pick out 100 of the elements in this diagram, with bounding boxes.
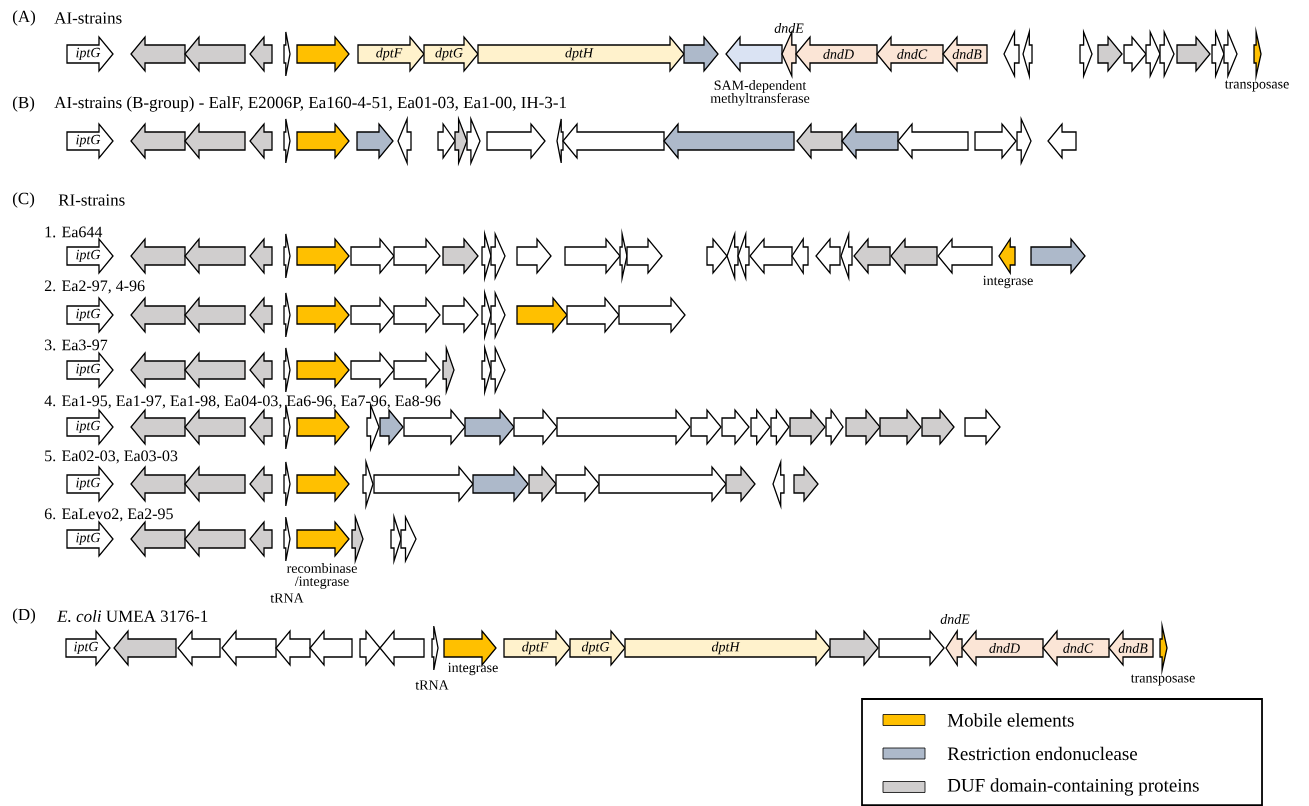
gene-block <box>275 629 311 667</box>
gene-block <box>840 230 853 282</box>
gene-block <box>945 628 963 668</box>
gene-block <box>249 408 273 446</box>
gene-block <box>725 465 756 503</box>
gene-block <box>393 296 441 334</box>
gene-block: dndB <box>942 35 988 73</box>
annotation-label: transposase <box>1224 80 1289 92</box>
gene-block <box>283 347 291 393</box>
gene-block: iptG <box>66 122 114 160</box>
gene-block <box>556 118 564 164</box>
gene-block: iptG <box>66 465 114 503</box>
gene-block <box>683 35 719 73</box>
gene-block: dptF <box>357 35 425 73</box>
section-title: AI-strains <box>54 12 122 24</box>
gene-block <box>1097 35 1123 73</box>
gene-block <box>481 288 492 342</box>
gene-block <box>393 351 441 389</box>
gene-block <box>184 408 246 446</box>
gene-block: iptG <box>66 237 114 275</box>
gene-block <box>184 351 246 389</box>
gene-block <box>749 237 793 275</box>
gene-block <box>296 296 350 334</box>
gene-block <box>1079 28 1093 80</box>
gene-block <box>356 122 394 160</box>
gene-block <box>359 629 381 667</box>
gene-block <box>825 407 844 447</box>
gene-block <box>690 408 722 446</box>
strain-label: 1. Ea644 <box>45 226 103 238</box>
gene-block <box>725 35 783 73</box>
annotation-label: recombinase /integrase <box>286 563 357 589</box>
panel-letter: (A) <box>12 10 36 26</box>
gene-block <box>706 237 728 275</box>
strain-label: 4. Ea1-95, Ea1-97, Ea1-98, Ea04-03, Ea6-96, Ea7-96, Ea8-96 <box>44 395 441 409</box>
gene-block: dptH <box>477 35 685 73</box>
strain-label: 6. EaLevo2, Ea2-95 <box>44 508 173 522</box>
gene-block <box>1223 28 1238 80</box>
gene-block <box>937 237 993 275</box>
gene-block <box>249 237 273 275</box>
annotation-label: SAM-dependent methyltransferase <box>710 80 810 106</box>
gene-block <box>184 296 246 334</box>
gene-block <box>130 296 186 334</box>
gene-block: iptG <box>66 520 114 558</box>
gene-block <box>184 520 246 558</box>
annotation-label: tRNA <box>270 593 304 603</box>
gene-block: dndC <box>876 35 944 73</box>
gene-block <box>791 236 809 276</box>
gene-block <box>974 122 1017 160</box>
gene-block <box>737 230 750 282</box>
gene-block <box>721 408 750 446</box>
gene-block <box>296 35 350 73</box>
gene-block <box>184 35 246 73</box>
gene-block: dndC <box>1042 629 1110 667</box>
gene-block <box>750 408 771 446</box>
gene-block <box>1047 122 1077 160</box>
gene-block <box>442 296 479 334</box>
gene-block <box>845 408 881 446</box>
gene-block <box>663 122 795 160</box>
gene-block <box>466 115 481 167</box>
gene-block <box>897 122 969 160</box>
gene-block <box>379 629 425 667</box>
gene-block: iptG <box>66 351 114 389</box>
gene-block <box>879 408 922 446</box>
gene-block <box>130 122 186 160</box>
gene-block <box>296 465 350 503</box>
section-title: E. coli UMEA 3176-1 <box>57 610 208 622</box>
section-title: AI-strains (B-group) - EalF, E2006P, Ea160-4-51, Ea01-03, Ea1-00, IH-3-1 <box>54 96 566 112</box>
gene-block <box>490 230 506 282</box>
gene-block <box>1176 35 1211 73</box>
gene-block: dptG <box>423 35 479 73</box>
gene-block <box>878 629 945 667</box>
gene-block <box>815 237 841 275</box>
gene-block <box>296 520 350 558</box>
gene-block <box>442 237 479 275</box>
gene-block <box>393 237 441 275</box>
gene-block <box>130 351 186 389</box>
panel-letter: (B) <box>12 96 35 112</box>
gene-block <box>184 465 246 503</box>
gene-block: iptG <box>66 296 114 334</box>
gene-block <box>390 512 402 566</box>
annotation-label: dndE <box>774 23 804 33</box>
legend-label: Restriction endonuclease <box>947 746 1138 761</box>
gene-block <box>283 233 291 279</box>
gene-block <box>564 237 621 275</box>
annotation-label: integrase <box>448 662 498 676</box>
gene-block <box>772 458 785 510</box>
gene-block <box>296 408 350 446</box>
gene-block <box>793 465 819 503</box>
gene-block <box>516 296 568 334</box>
gene-block: iptG <box>66 35 114 73</box>
gene-block <box>431 625 439 671</box>
gene-block <box>1003 29 1020 79</box>
gene-block <box>841 122 899 160</box>
gene-block: dndB <box>1108 629 1154 667</box>
gene-block <box>464 408 515 446</box>
gene-block <box>1159 28 1175 80</box>
gene-block <box>296 122 350 160</box>
panel-letter: (D) <box>12 608 36 624</box>
gene-block <box>1030 237 1086 275</box>
gene-block <box>442 344 455 396</box>
